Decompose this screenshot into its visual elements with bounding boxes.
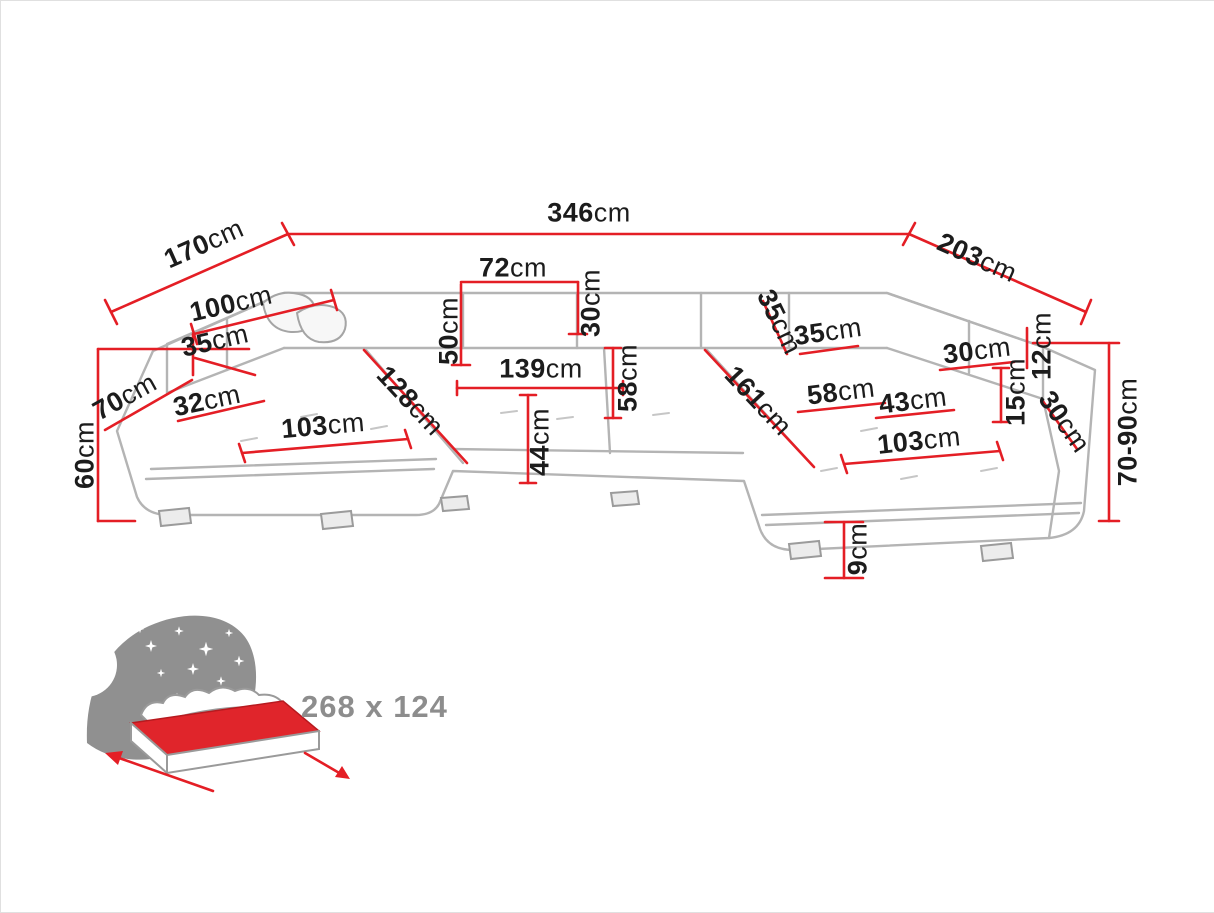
sleeping-function-icon [53, 615, 350, 793]
dim-seat-height: 44cm [524, 407, 555, 477]
dim-backrest-height: 50cm [433, 296, 464, 366]
dim-left-side-height: 60cm [69, 420, 100, 490]
dim-headrest-width: 72cm [478, 252, 548, 283]
dim-seat-depth: 58cm [612, 343, 643, 413]
mattress-left [130, 720, 168, 776]
moon-cutout [53, 633, 117, 697]
dim-overall-height: 70-90cm [1112, 377, 1143, 487]
dim-headrest-height: 30cm [575, 268, 606, 338]
sofa-tufting [240, 410, 998, 480]
dimension-lines [96, 221, 1121, 580]
dim-total-back-width: 346cm [547, 197, 631, 228]
sofa-legs [157, 489, 1015, 563]
dim-leg-height: 9cm [842, 522, 873, 576]
dim-center-seat-width: 139cm [499, 353, 583, 384]
sleeping-area-size: 268 x 124 [301, 689, 448, 724]
unfold-arrows [105, 751, 350, 793]
sofa-pillows [261, 291, 347, 344]
dim-right-arm-top-width: 12cm [1026, 311, 1057, 381]
